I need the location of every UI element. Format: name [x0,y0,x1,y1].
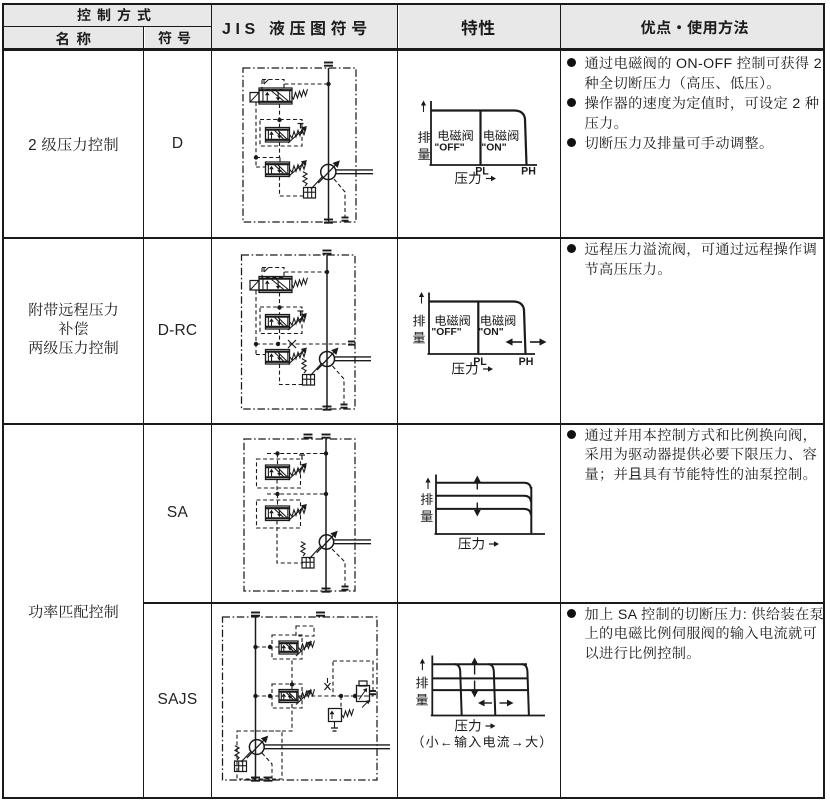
svg-text:电磁阀: 电磁阀 [437,129,474,143]
svg-text:排: 排 [412,314,425,329]
svg-text:"ON": "ON" [481,143,506,154]
svg-text:排: 排 [420,492,433,507]
svg-text:PH: PH [519,356,534,368]
svg-text:"OFF": "OFF" [434,143,464,154]
svg-text:电磁阀: 电磁阀 [434,314,471,328]
svg-text:量: 量 [415,693,428,708]
svg-text:量: 量 [412,331,425,346]
svg-text:PH: PH [521,166,536,178]
svg-text:PL: PL [475,166,489,178]
svg-text:量: 量 [417,147,430,162]
svg-text:排: 排 [417,130,430,145]
svg-text:压力: 压力 [454,719,481,734]
svg-text:排: 排 [415,676,428,691]
svg-text:"OFF": "OFF" [431,327,461,338]
svg-text:电磁阀: 电磁阀 [483,129,520,143]
svg-text:（小←输入电流→大）: （小←输入电流→大） [411,735,553,750]
svg-text:电磁阀: 电磁阀 [480,314,517,328]
svg-text:量: 量 [420,509,433,524]
svg-text:压力: 压力 [458,537,485,552]
svg-text:压力: 压力 [451,362,478,377]
svg-text:"ON": "ON" [478,327,503,338]
svg-text:压力: 压力 [454,171,481,186]
svg-text:PL: PL [473,356,487,368]
